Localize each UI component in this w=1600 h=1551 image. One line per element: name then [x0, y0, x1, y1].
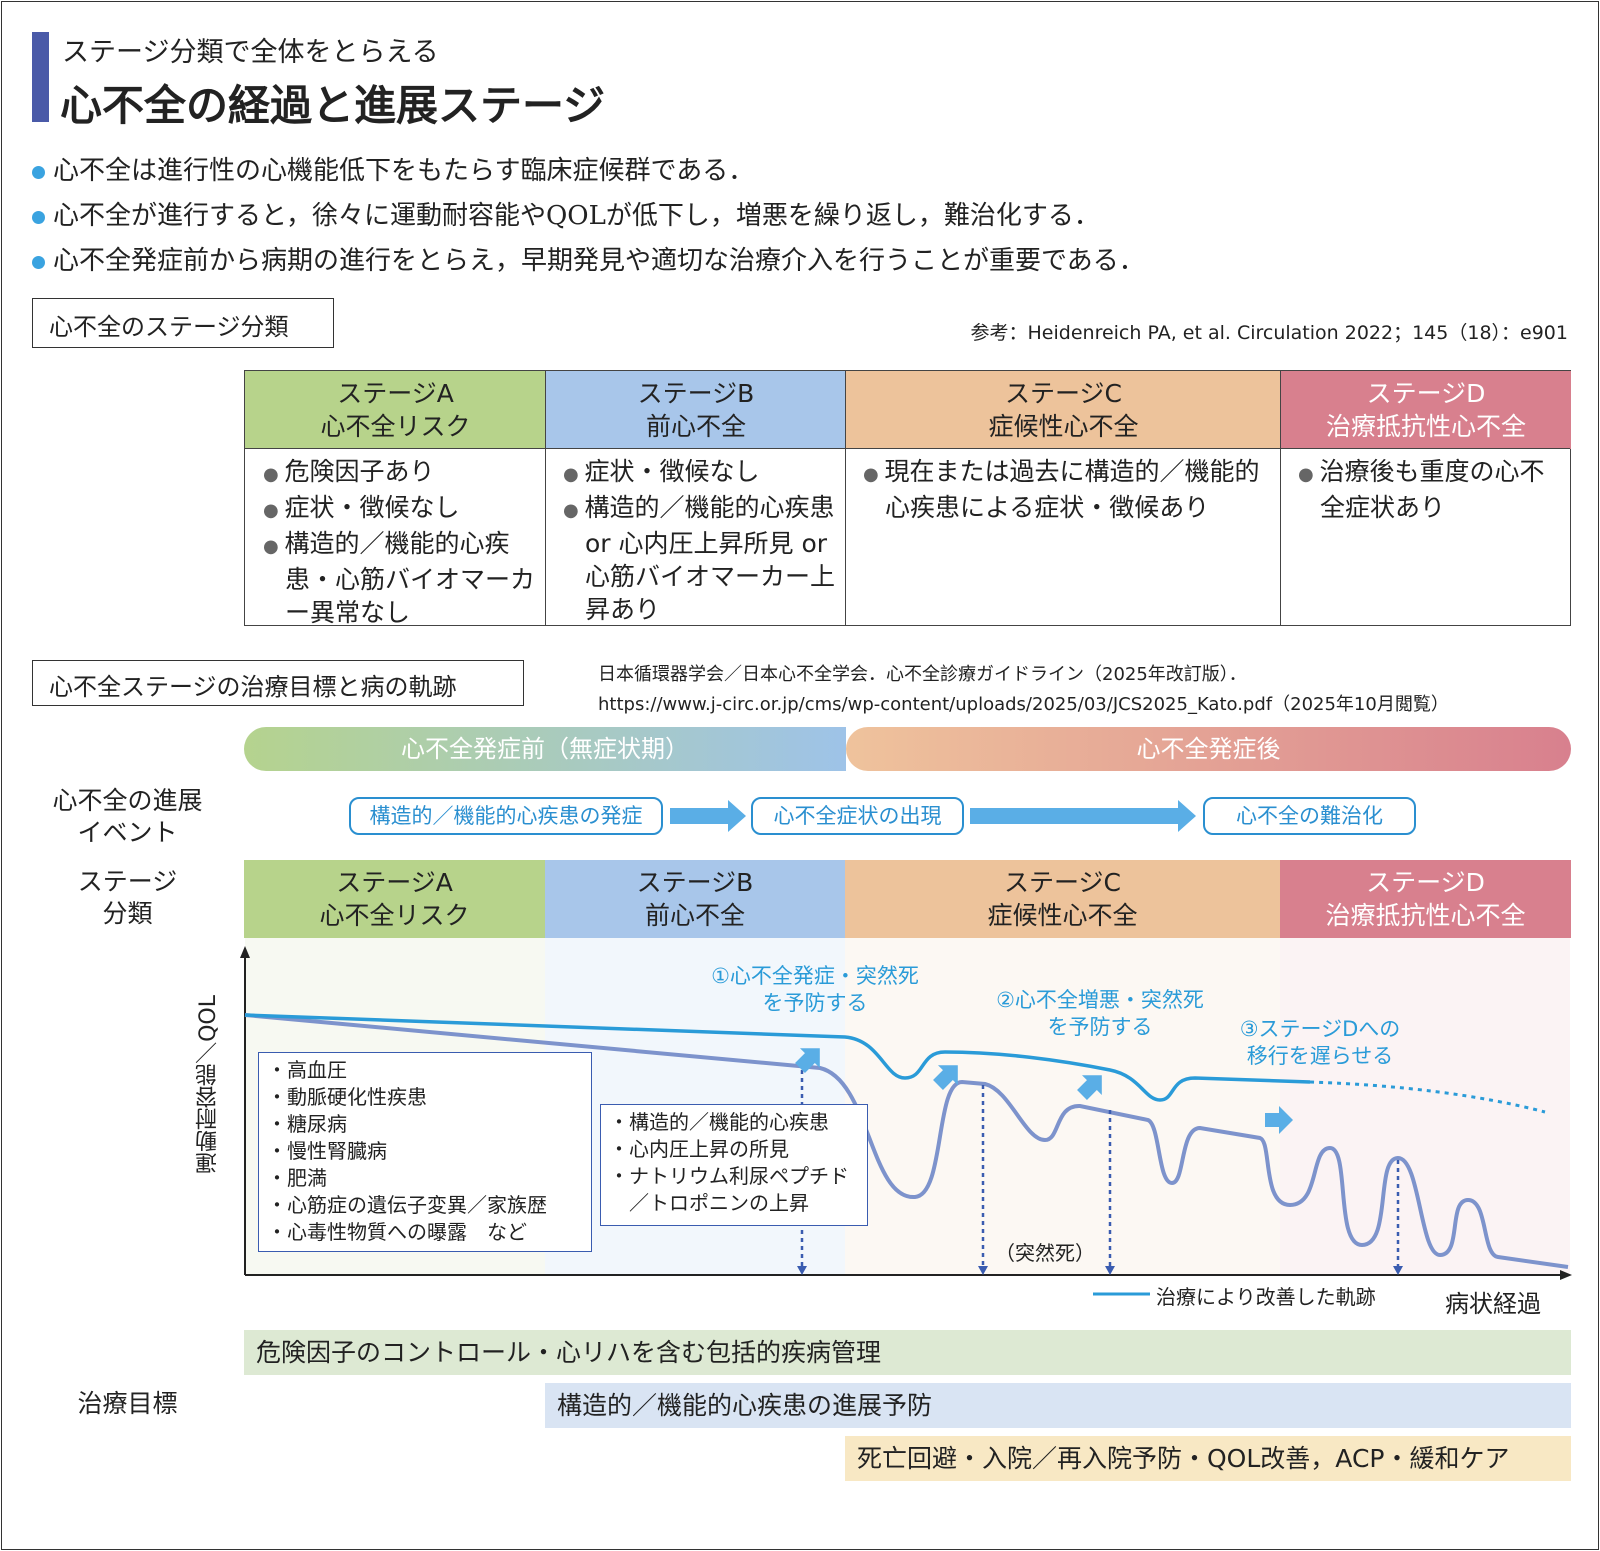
list-item: ・構造的／機能的心疾患	[609, 1110, 829, 1134]
x-axis-arrow-icon	[1560, 1270, 1572, 1280]
projected-trajectory-line	[1309, 1080, 1546, 1114]
page-subtitle: ステージ分類で全体をとらえる	[62, 37, 439, 68]
goal-mortality-qol: 死亡回避・入院／再入院予防・QOL改善，ACP・緩和ケア	[845, 1436, 1571, 1481]
list-item: ・心内圧上昇の所見	[609, 1137, 789, 1161]
annotation-prevent-worsening: ②心不全増悪・突然死を予防する	[996, 988, 1204, 1039]
event-symptom-onset: 心不全症状の出現	[751, 797, 964, 835]
improvement-arrow-icon	[1265, 1106, 1293, 1134]
arrow-down-icon	[1393, 1266, 1403, 1275]
annotation-delay-stage-d: ③ステージDへの移行を遅らせる	[1239, 1017, 1401, 1068]
section-heading-treatment-goals: 心不全ステージの治療目標と病の軌跡	[32, 660, 524, 706]
phase-bar-post-onset: 心不全発症後	[846, 727, 1571, 771]
stage-a-criteria: 危険因子あり症状・徴候なし構造的／機能的心疾患・心筋バイオマーカー異常なし	[245, 449, 545, 629]
list-item: ／トロポニンの上昇	[629, 1191, 809, 1215]
list-item: ・ナトリウム利尿ペプチド	[609, 1164, 849, 1188]
page-title: 心不全の経過と進展ステージ	[60, 81, 606, 130]
arrow-down-icon	[797, 1266, 807, 1275]
list-item: ・肥満	[267, 1166, 327, 1190]
improvement-arrow-icon	[1077, 1075, 1102, 1100]
stage-b-findings-list: ・構造的／機能的心疾患 ・心内圧上昇の所見 ・ナトリウム利尿ペプチド ／トロポニ…	[600, 1104, 868, 1226]
bullet-text: 心不全発症前から病期の進行をとらえ，早期発見や適切な治療介入を行うことが重要であ…	[53, 246, 1145, 276]
chart-bg-c	[845, 938, 1280, 1275]
improved-trajectory-line	[244, 1013, 1311, 1102]
citation-line-1: 日本循環器学会／日本心不全学会．心不全診療ガイドライン（2025年改訂版）．	[598, 664, 1247, 685]
arrow-right-icon	[970, 800, 1196, 832]
event-structural-disease-onset: 構造的／機能的心疾患の発症	[349, 797, 663, 835]
stage-b-criteria: 症状・徴候なし構造的／機能的心疾患 or 心内圧上昇所見 or 心筋バイオマーカ…	[545, 449, 845, 626]
events-row-label: 心不全の進展イベント	[52, 786, 203, 847]
event-refractory: 心不全の難治化	[1203, 797, 1416, 835]
arrow-right-icon	[670, 800, 746, 832]
risk-factor-list: ・高血圧 ・動脈硬化性疾患 ・糖尿病 ・慢性腎臓病 ・肥満 ・心筋症の遺伝子変異…	[258, 1052, 592, 1252]
improvement-arrow-icon	[795, 1048, 820, 1073]
list-item: ・心毒性物質への曝露 など	[267, 1220, 527, 1244]
bullet-item: 心不全が進行すると，徐々に運動耐容能やQOLが低下し，増悪を繰り返し，難治化する…	[32, 195, 1100, 232]
section-heading-stage-classification: 心不全のステージ分類	[32, 298, 334, 348]
treatment-goals-label: 治療目標	[77, 1389, 178, 1418]
arrow-down-icon	[1105, 1266, 1115, 1275]
annotation-prevent-onset: ①心不全発症・突然死を予防する	[711, 964, 919, 1015]
goal-prevent-progression: 構造的／機能的心疾患の進展予防	[545, 1383, 1571, 1428]
list-item: ・心筋症の遺伝子変異／家族歴	[267, 1193, 547, 1217]
bullet-dot-icon	[32, 210, 45, 224]
sudden-death-label: （突然死）	[995, 1241, 1095, 1265]
improvement-arrow-icon	[933, 1065, 958, 1090]
legend-label: 治療により改善した軌跡	[1156, 1285, 1376, 1309]
y-axis-arrow-icon	[240, 946, 250, 958]
reference-text: 参考：Heidenreich PA, et al. Circulation 20…	[970, 322, 1568, 344]
goal-comprehensive-management: 危険因子のコントロール・心リハを含む包括的疾病管理	[244, 1330, 1571, 1375]
list-item: ・動脈硬化性疾患	[267, 1085, 427, 1109]
bullet-dot-icon	[32, 165, 45, 179]
stage-row-label: ステージ分類	[77, 867, 178, 928]
x-axis-label: 病状経過	[1445, 1290, 1541, 1318]
bullet-text: 心不全は進行性の心機能低下をもたらす臨床症候群である．	[53, 156, 755, 186]
chart-bg-d	[1280, 938, 1570, 1275]
list-item: ・慢性腎臓病	[267, 1139, 387, 1163]
arrow-down-icon	[978, 1266, 988, 1275]
list-item: ・糖尿病	[267, 1112, 347, 1136]
bullet-text: 心不全が進行すると，徐々に運動耐容能やQOLが低下し，増悪を繰り返し，難治化する…	[53, 201, 1100, 231]
bullet-dot-icon	[32, 255, 45, 269]
bullet-item: 心不全は進行性の心機能低下をもたらす臨床症候群である．	[32, 150, 754, 187]
list-item: ・高血圧	[267, 1058, 347, 1082]
citation-line-2: https://www.j-circ.or.jp/cms/wp-content/…	[598, 694, 1449, 715]
stage-d-criteria: 治療後も重度の心不全症状あり	[1280, 449, 1570, 524]
natural-course-line	[244, 1013, 1569, 1269]
stage-c-criteria: 現在または過去に構造的／機能的心疾患による症状・徴候あり	[845, 449, 1280, 524]
bullet-item: 心不全発症前から病期の進行をとらえ，早期発見や適切な治療介入を行うことが重要であ…	[32, 240, 1145, 277]
title-accent-bar	[32, 32, 49, 122]
phase-bar-pre-onset: 心不全発症前（無症状期）	[244, 727, 846, 771]
